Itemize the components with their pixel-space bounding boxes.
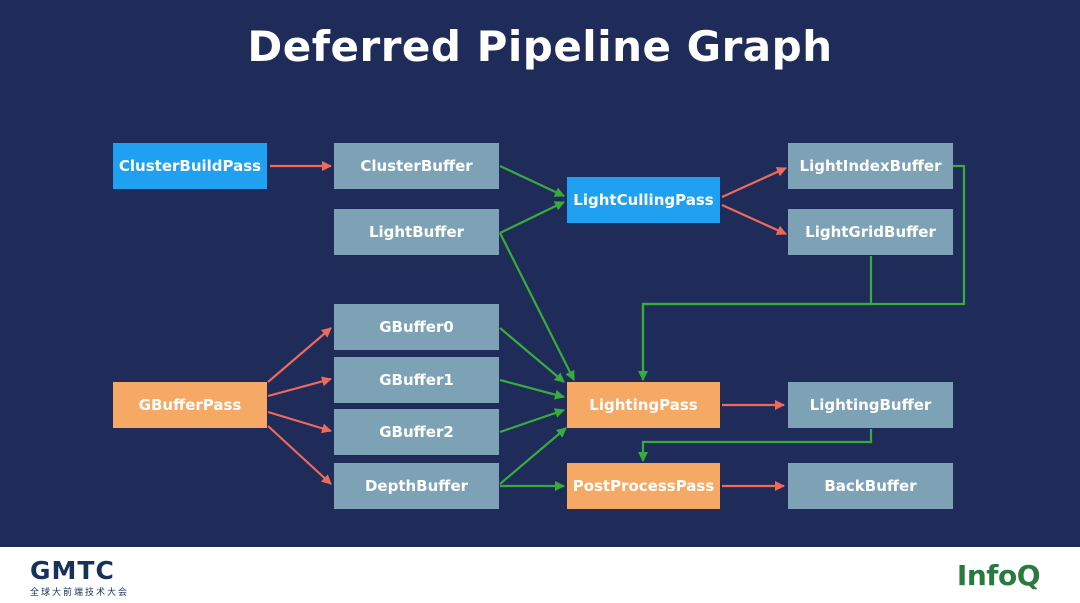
node-cluster-buffer: ClusterBuffer [334, 143, 499, 189]
edge-gbufferpass-gbuffer1 [267, 376, 332, 398]
footer-bar: GMTC 全球大前端技术大会 InfoQ [0, 547, 1080, 603]
edge-lightcullingpass-lightgridbuffer [721, 203, 787, 236]
node-depth-buffer: DepthBuffer [334, 463, 499, 509]
slide-background: Deferred Pipeline Graph [0, 0, 1080, 547]
node-lighting-buffer: LightingBuffer [788, 382, 953, 428]
infoq-logo: InfoQ [956, 559, 1041, 592]
node-post-process-pass: PostProcessPass [567, 463, 720, 509]
edge-lightcullingpass-lightindexbuffer [721, 166, 787, 199]
node-light-culling-pass: LightCullingPass [567, 177, 720, 223]
node-back-buffer: BackBuffer [788, 463, 953, 509]
gmtc-logo-subtitle: 全球大前端技术大会 [30, 587, 130, 597]
edge-lightbuffer-lightingpass [499, 232, 575, 381]
edge-gbufferpass-gbuffer0 [267, 327, 332, 383]
edge-depthbuffer-lightingpass [499, 427, 567, 485]
edge-lightgridbuffer-lightingpass [641, 256, 873, 380]
node-lighting-pass: LightingPass [567, 382, 720, 428]
gmtc-logo-text: GMTC [30, 556, 115, 585]
edge-gbufferpass-depthbuffer [267, 425, 332, 485]
node-gbuffer0: GBuffer0 [334, 304, 499, 350]
node-gbuffer1: GBuffer1 [334, 357, 499, 403]
node-gbuffer2: GBuffer2 [334, 409, 499, 455]
edge-gbuffer2-lightingpass [499, 408, 565, 434]
node-light-grid-buffer: LightGridBuffer [788, 209, 953, 255]
edge-lightingbuffer-postprocesspass [638, 429, 873, 462]
slide-title: Deferred Pipeline Graph [247, 22, 833, 71]
edge-lightbuffer-lightcullingpass [499, 201, 565, 234]
node-gbuffer-pass: GBufferPass [113, 382, 267, 428]
edge-gbufferpass-gbuffer2 [267, 410, 332, 434]
node-light-index-buffer: LightIndexBuffer [788, 143, 953, 189]
edge-clusterbuffer-lightcullingpass [499, 165, 565, 197]
gmtc-logo: GMTC 全球大前端技术大会 [30, 558, 129, 598]
node-cluster-build-pass: ClusterBuildPass [113, 143, 267, 189]
edge-gbuffer1-lightingpass [499, 378, 565, 400]
edge-layer [267, 161, 966, 491]
node-light-buffer: LightBuffer [334, 209, 499, 255]
edge-gbuffer0-lightingpass [499, 327, 565, 383]
